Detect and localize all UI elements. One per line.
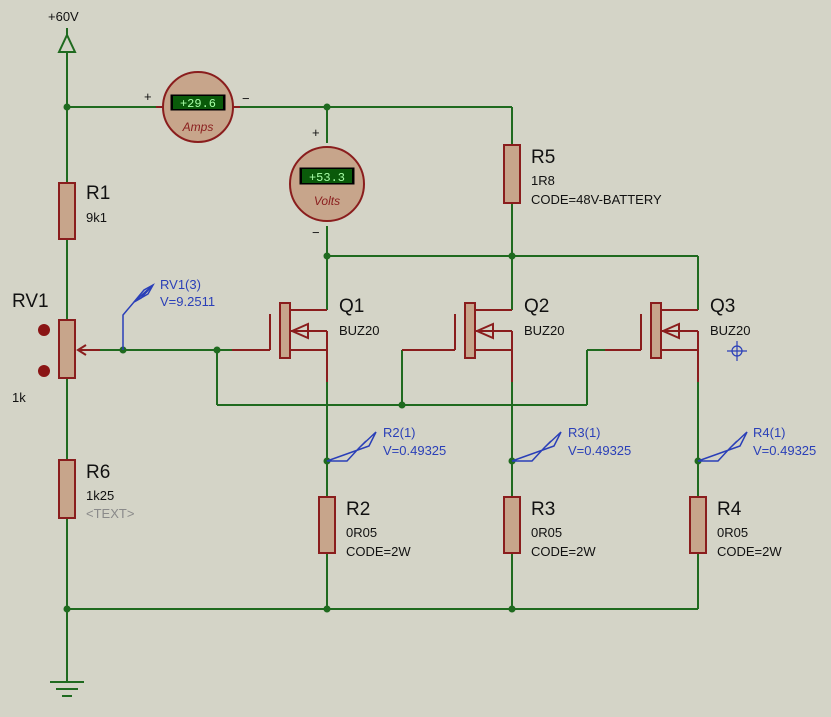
r2-ref: R2 <box>346 499 370 520</box>
resistor-r4[interactable]: R4 0R05 CODE=2W <box>689 496 782 559</box>
wires <box>66 52 699 682</box>
q1-ref: Q1 <box>339 296 364 317</box>
voltmeter-minus: − <box>312 225 320 240</box>
mosfet-q2[interactable]: Q2 BUZ20 <box>402 296 564 382</box>
ammeter-minus: − <box>242 91 250 106</box>
power-terminal[interactable]: +60V <box>48 9 79 53</box>
ammeter[interactable]: +29.6 Amps + − <box>144 71 250 143</box>
q2-ref: Q2 <box>524 296 549 317</box>
probe-r2-name: R2(1) <box>383 425 416 440</box>
probe-r2-voltage: V=0.49325 <box>383 443 446 458</box>
q1-value: BUZ20 <box>339 323 379 338</box>
resistor-r6[interactable]: R6 1k25 <TEXT> <box>58 459 134 521</box>
r3-code: CODE=2W <box>531 544 596 559</box>
ammeter-plus: + <box>144 89 152 104</box>
voltmeter[interactable]: +53.3 Volts + − <box>289 125 365 240</box>
probe-r2[interactable]: R2(1) V=0.49325 <box>326 425 446 462</box>
probe-rv1-voltage: V=9.2511 <box>160 294 215 309</box>
r4-value: 0R05 <box>717 525 748 540</box>
voltmeter-display: +53.3 <box>309 171 345 185</box>
mosfet-q3[interactable]: Q3 BUZ20 <box>605 296 750 382</box>
ammeter-display: +29.6 <box>180 97 216 111</box>
r1-value: 9k1 <box>86 210 107 225</box>
r2-code: CODE=2W <box>346 544 411 559</box>
q2-value: BUZ20 <box>524 323 564 338</box>
r4-ref: R4 <box>717 499 742 520</box>
probe-r4[interactable]: R4(1) V=0.49325 <box>697 425 816 462</box>
voltmeter-name: Volts <box>314 194 340 208</box>
r5-ref: R5 <box>531 147 555 168</box>
q3-ref: Q3 <box>710 296 735 317</box>
supply-label: +60V <box>48 9 79 24</box>
ammeter-name: Amps <box>182 120 214 134</box>
resistor-r3[interactable]: R3 0R05 CODE=2W <box>503 496 596 559</box>
junctions <box>63 103 702 613</box>
r6-value: 1k25 <box>86 488 114 503</box>
ground-terminal[interactable] <box>50 681 84 697</box>
crosshair-icon <box>727 341 747 361</box>
voltmeter-plus: + <box>312 125 320 140</box>
r5-value: 1R8 <box>531 173 555 188</box>
r3-value: 0R05 <box>531 525 562 540</box>
q3-value: BUZ20 <box>710 323 750 338</box>
r5-code: CODE=48V-BATTERY <box>531 192 662 207</box>
resistor-r1[interactable]: R1 9k1 <box>58 182 110 240</box>
probe-rv1[interactable]: RV1(3) V=9.2511 <box>122 277 215 350</box>
rv1-ref: RV1 <box>12 291 49 312</box>
probe-rv1-name: RV1(3) <box>160 277 201 292</box>
r6-ref: R6 <box>86 462 110 483</box>
mosfet-q1[interactable]: Q1 BUZ20 <box>232 296 379 382</box>
resistor-r2[interactable]: R2 0R05 CODE=2W <box>318 496 411 559</box>
r2-value: 0R05 <box>346 525 377 540</box>
resistor-r5[interactable]: R5 1R8 CODE=48V-BATTERY <box>503 144 662 207</box>
r6-extra: <TEXT> <box>86 506 134 521</box>
r4-code: CODE=2W <box>717 544 782 559</box>
probe-r3-name: R3(1) <box>568 425 601 440</box>
probe-r4-voltage: V=0.49325 <box>753 443 816 458</box>
probe-r4-name: R4(1) <box>753 425 786 440</box>
probe-r3[interactable]: R3(1) V=0.49325 <box>511 425 631 462</box>
r3-ref: R3 <box>531 499 555 520</box>
rv1-value: 1k <box>12 390 26 405</box>
r1-ref: R1 <box>86 183 110 204</box>
probe-r3-voltage: V=0.49325 <box>568 443 631 458</box>
potentiometer-rv1[interactable]: RV1 1k <box>12 291 100 405</box>
